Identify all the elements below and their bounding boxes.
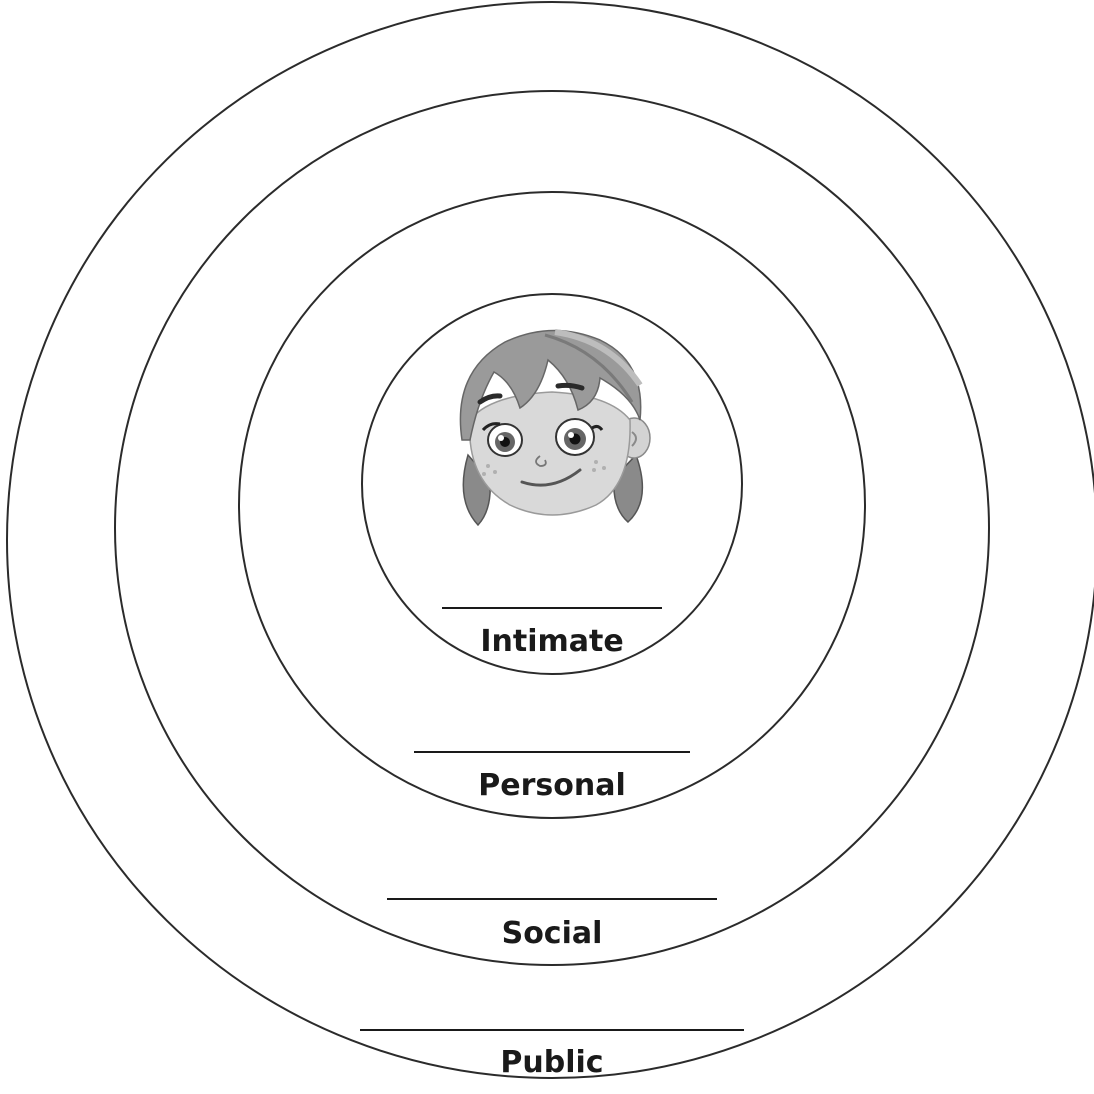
personal-zone-ring xyxy=(238,191,866,819)
public-zone-ring xyxy=(6,1,1094,1079)
intimate-zone-ring xyxy=(361,293,743,675)
personal-label: Personal xyxy=(478,768,625,803)
girl-face-icon xyxy=(459,329,651,527)
intimate-label: Intimate xyxy=(480,624,623,659)
social-label: Social xyxy=(502,916,603,951)
social-zone-ring xyxy=(114,90,990,966)
public-label: Public xyxy=(500,1045,603,1080)
